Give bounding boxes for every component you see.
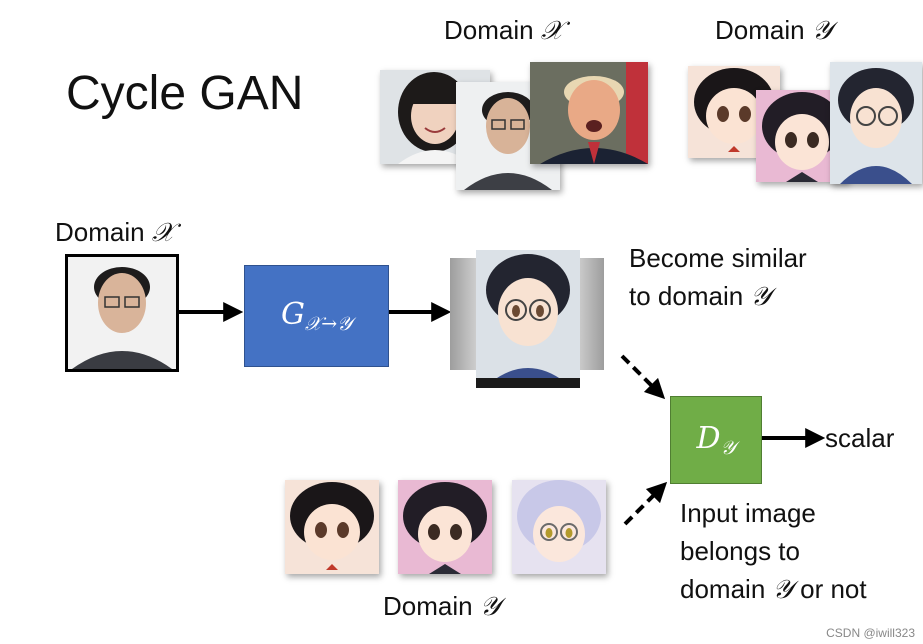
watermark: CSDN @iwill323 [826, 626, 915, 640]
bottom-anime-1 [285, 480, 379, 574]
top-domain-x-label: Domain 𝒳 [444, 15, 564, 46]
domain-y-anime-1 [688, 66, 780, 158]
discriminator-box: D𝒴 [670, 396, 762, 484]
top-domain-y-label: Domain 𝒴 [715, 15, 833, 46]
generated-anime-image [476, 250, 580, 388]
question-line2: belongs to [680, 536, 800, 566]
domain-x-photo-politician [530, 62, 648, 164]
scalar-label: scalar [825, 423, 895, 453]
input-domain-x-label: Domain 𝒳 [55, 217, 175, 248]
dashed-arrow-output-to-discriminator [620, 354, 666, 400]
bottom-anime-2 [398, 480, 492, 574]
bottom-domain-y-label: Domain 𝒴 [383, 591, 501, 622]
input-photo [65, 254, 179, 372]
question-line3: domain 𝒴 or not [680, 574, 867, 605]
diagram-title: Cycle GAN [66, 67, 304, 120]
become-similar-line2: to domain 𝒴 [629, 281, 771, 312]
dashed-arrow-samples-to-discriminator [623, 481, 668, 526]
domain-y-anime-glasses [830, 62, 922, 184]
bottom-anime-3 [512, 480, 606, 574]
question-line1: Input image [680, 498, 816, 528]
generator-box: G𝒳→𝒴 [244, 265, 389, 367]
become-similar-line1: Become similar [629, 243, 807, 273]
